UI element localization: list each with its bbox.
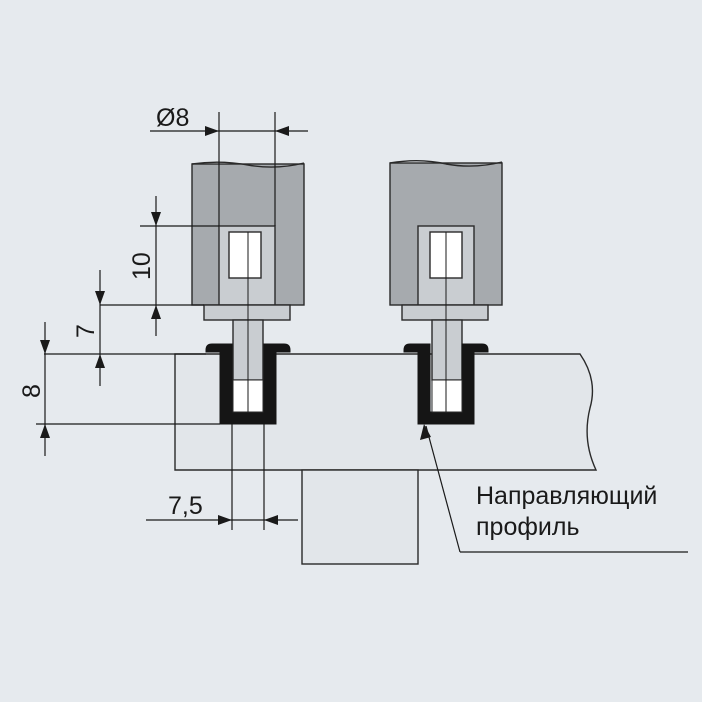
callout-label-line2: профиль [476, 513, 580, 541]
dimension-profile-height: 8 [18, 322, 220, 456]
dimension-profile-height-label: 8 [18, 384, 46, 398]
dimension-hole-depth: 10 [100, 196, 219, 336]
right-guide-profile [403, 343, 489, 425]
dimension-gap-label: 7 [72, 324, 100, 338]
lower-panel [301, 469, 419, 565]
left-pin-head [203, 304, 291, 321]
dimension-offset: 7,5 [146, 424, 298, 530]
dimension-hole-depth-label: 10 [128, 252, 156, 280]
callout-leader [420, 424, 688, 553]
dimension-offset-label: 7,5 [168, 492, 203, 520]
dimension-gap: 7 [44, 270, 206, 386]
board [174, 353, 598, 471]
dimension-diameter: Ø8 [150, 104, 308, 226]
callout-label-line1: Направляющий [476, 482, 657, 510]
right-pin-shaft [431, 319, 463, 381]
right-pin-head [401, 304, 489, 321]
dimension-diameter-label: Ø8 [156, 104, 189, 132]
